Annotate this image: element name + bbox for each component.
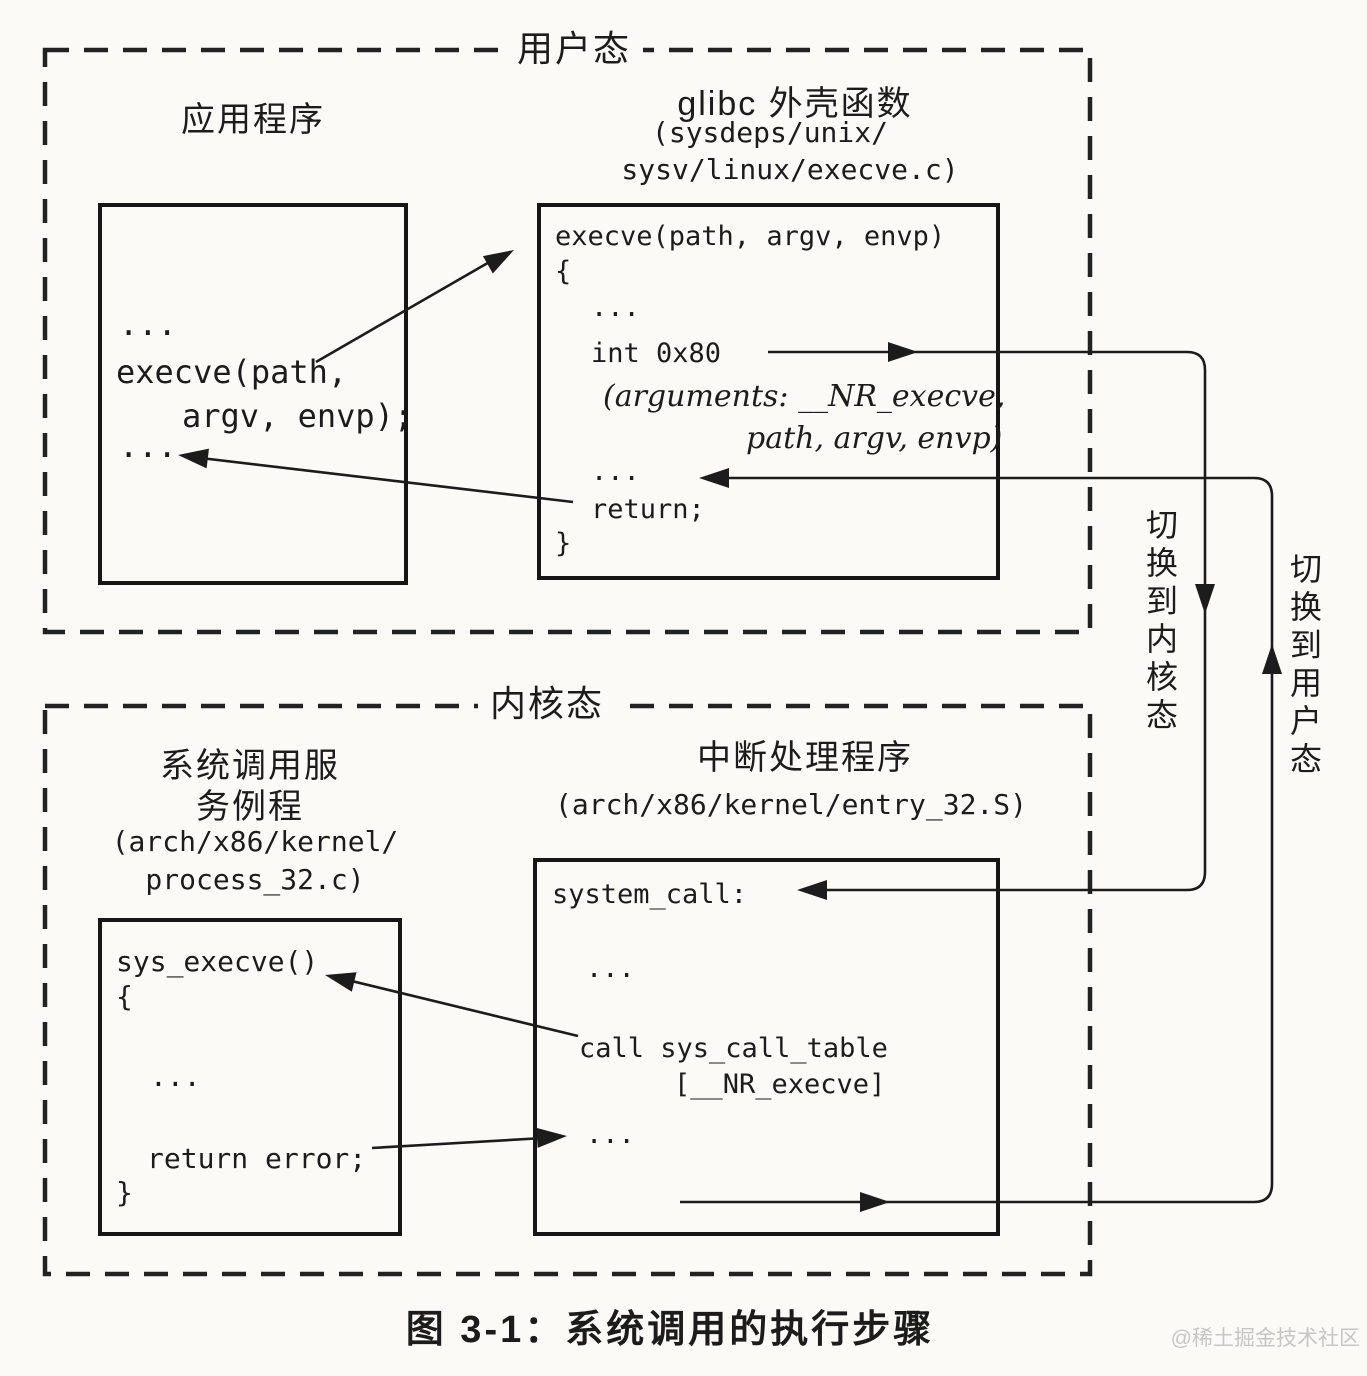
interrupt-source-path: (arch/x86/kernel/entry_32.S) — [555, 788, 1028, 821]
code-line: ... — [119, 305, 177, 343]
app-code-box: ... execve(path, argv, envp); ... — [98, 203, 413, 585]
code-line: ... — [591, 456, 640, 487]
service-source-path-line2: process_32.c) — [145, 863, 365, 896]
kernel-mode-label: 内核态 — [478, 686, 617, 722]
code-line: argv, envp); — [182, 397, 414, 435]
app-box-title: 应用程序 — [181, 101, 325, 139]
service-source-path-line1: (arch/x86/kernel/ — [111, 825, 399, 858]
code-line: ... — [119, 427, 177, 465]
code-line: int 0x80 — [591, 338, 722, 369]
arrowhead-icon — [482, 250, 514, 274]
code-line: call sys_call_table — [579, 1033, 888, 1064]
watermark: @稀土掘金技术社区 — [1170, 1327, 1360, 1350]
interrupt-code-box: system_call: ... call sys_call_table [__… — [533, 858, 1000, 1236]
code-line: { — [555, 256, 572, 287]
code-line: ... — [586, 953, 635, 984]
code-line-arguments: path, argv, envp) — [746, 421, 1003, 456]
code-line: execve(path, argv, envp) — [555, 221, 946, 252]
code-line: ... — [591, 292, 640, 323]
code-line: } — [555, 528, 572, 559]
figure-caption: 图 3-1：系统调用的执行步骤 — [405, 1309, 935, 1351]
service-box-title-line2: 务例程 — [196, 788, 304, 826]
code-line: ... — [586, 1119, 635, 1150]
code-line-arguments: (arguments: __NR_execve, — [603, 379, 1006, 414]
glibc-source-path-line2: sysv/linux/execve.c) — [621, 153, 959, 186]
code-line: } — [116, 1176, 133, 1209]
glibc-source-path-line1: (sysdeps/unix/ — [651, 116, 888, 149]
code-line: system_call: — [552, 879, 748, 910]
service-code-box: sys_execve() { ... return error; } — [98, 918, 402, 1236]
user-mode-label: 用户态 — [505, 31, 644, 67]
switch-to-user-label: 切换到用户态 — [1286, 552, 1322, 780]
code-line: execve(path, — [116, 353, 348, 391]
glibc-code-box: execve(path, argv, envp) { ... int 0x80 … — [537, 203, 1005, 580]
code-line: ... — [150, 1060, 201, 1093]
code-line: return error; — [147, 1142, 367, 1175]
code-line: [__NR_execve] — [674, 1069, 886, 1100]
code-line: sys_execve() — [116, 945, 319, 978]
interrupt-box-title: 中断处理程序 — [697, 739, 913, 777]
arrowhead-icon — [1195, 584, 1215, 614]
code-line: return; — [591, 494, 705, 525]
arrowhead-icon — [1262, 644, 1282, 674]
switch-to-kernel-label: 切换到内核态 — [1142, 508, 1178, 736]
code-line: { — [116, 980, 133, 1013]
